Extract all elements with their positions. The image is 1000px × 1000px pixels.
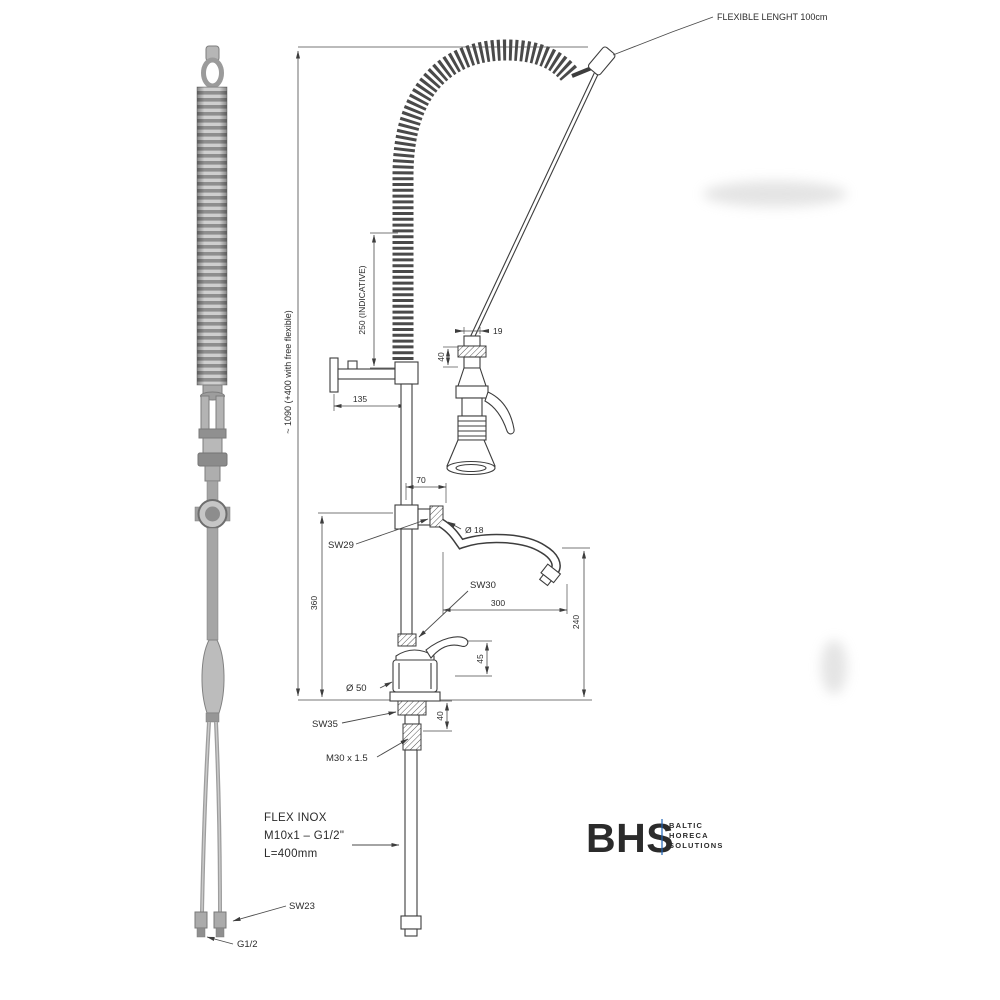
- thread-section: [402, 723, 422, 751]
- flex-inox-line3: L=400mm: [264, 848, 318, 860]
- sw29-label: SW29: [328, 540, 354, 551]
- dim-overall-height: ~ 1090 (+400 with free flexible): [283, 50, 301, 697]
- logo-tagline-baltic: BALTIC: [669, 821, 703, 830]
- dim-70-label: 70: [416, 475, 426, 485]
- hose-end-cap: [587, 46, 616, 76]
- technical-line-drawing: ~ 1090 (+400 with free flexible) FLEXIBL…: [264, 12, 827, 937]
- hang-ring: [201, 45, 224, 89]
- sw35-label: SW35: [312, 719, 338, 730]
- inlet-fitting: [400, 915, 422, 937]
- callout-sw35: SW35: [312, 711, 397, 730]
- flexible-hose: [468, 46, 616, 342]
- dim-250-label: 250 (INDICATIVE): [357, 265, 367, 334]
- logo-tagline-horeca: HORECA: [669, 831, 709, 840]
- flex-inox-line1: FLEX INOX: [264, 812, 327, 824]
- dim-240-label: 240: [571, 615, 581, 629]
- bhs-wordmark: BHS: [586, 815, 674, 861]
- dim-135: 135: [333, 390, 407, 411]
- flexible-length-label: FLEXIBLE LENGHT 100cm: [717, 12, 827, 22]
- dim-40-lower-label: 40: [435, 711, 445, 721]
- dim-40-upper-label: 40: [436, 352, 446, 362]
- dim-dia-18-label: Ø 18: [465, 525, 484, 535]
- dim-360: 360: [309, 512, 393, 698]
- swivel-spout: [438, 518, 562, 587]
- dim-250-indicative: 250 (INDICATIVE): [357, 232, 398, 369]
- spray-gun-trigger: [484, 391, 515, 435]
- spray-gun: [446, 335, 515, 476]
- coiled-hose: [392, 39, 578, 360]
- supply-pipe: [404, 749, 418, 917]
- dim-240: 240: [562, 547, 590, 698]
- mixer-body: [389, 633, 469, 751]
- tee-fitting: [394, 504, 444, 530]
- dim-300-label: 300: [491, 598, 505, 608]
- overall-height-label: ~ 1090 (+400 with free flexible): [283, 310, 293, 434]
- dim-40-upper: 40: [436, 346, 458, 368]
- product-photo-illustration: SW23 G1/2: [194, 45, 315, 950]
- wall-bracket: [329, 357, 419, 393]
- callout-sw29: SW29: [328, 518, 429, 551]
- spray-gun-handle: [197, 384, 228, 482]
- spring-hose-coil: [196, 86, 228, 386]
- bhs-logo: BHS BALTIC HORECA SOLUTIONS: [586, 815, 724, 861]
- dim-45-label: 45: [475, 654, 485, 664]
- dim-dia-50-label: Ø 50: [346, 683, 367, 694]
- flex-inox-line2: M10x1 – G1/2": [264, 830, 344, 842]
- scan-artifacts: [703, 181, 847, 694]
- dim-dia-18: Ø 18: [447, 521, 484, 535]
- grip-handle: [201, 639, 225, 723]
- dim-135-label: 135: [353, 394, 367, 404]
- dim-dia-50: Ø 50: [346, 681, 393, 694]
- callout-m30: M30 x 1.5: [326, 738, 409, 764]
- supply-hoses: [200, 721, 222, 914]
- callout-sw30: SW30: [418, 580, 496, 638]
- callout-sw23: SW23: [232, 901, 315, 922]
- dim-19: 19: [455, 326, 503, 336]
- g12-label: G1/2: [237, 939, 258, 950]
- base-nut: [397, 700, 427, 716]
- dim-360-label: 360: [309, 596, 319, 610]
- callout-flex-inox: FLEX INOX M10x1 – G1/2" L=400mm: [264, 812, 400, 860]
- dim-70: 70: [405, 475, 447, 503]
- logo-tagline-solutions: SOLUTIONS: [669, 841, 724, 850]
- dim-300: 300: [442, 552, 568, 614]
- callout-flexible-length: FLEXIBLE LENGHT 100cm: [612, 12, 827, 56]
- riser-pipe-lower: [206, 527, 219, 641]
- m30-label: M30 x 1.5: [326, 753, 368, 764]
- check-valve: [194, 499, 231, 529]
- spout-outlet: [538, 563, 562, 587]
- sw23-label: SW23: [289, 901, 315, 912]
- sw30-label: SW30: [470, 580, 496, 591]
- callout-g12: G1/2: [206, 936, 258, 950]
- dim-40-lower: 40: [423, 700, 452, 732]
- inlet-fittings: [194, 911, 227, 938]
- dim-45: 45: [455, 640, 492, 677]
- lever-handle: [425, 636, 469, 659]
- dim-19-label: 19: [493, 326, 503, 336]
